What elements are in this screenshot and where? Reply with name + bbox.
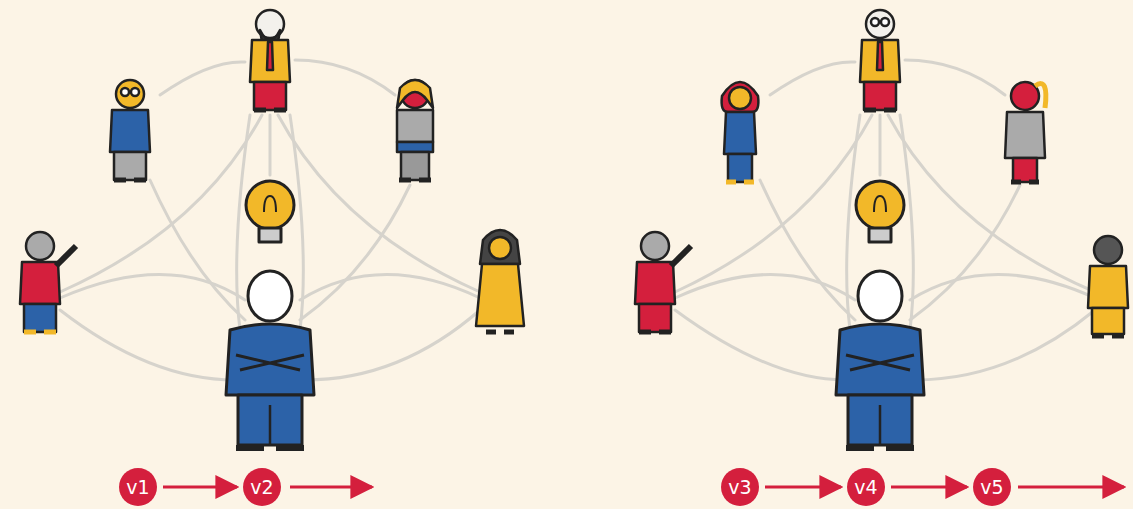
version-arrow bbox=[765, 486, 841, 489]
person-figure bbox=[20, 10, 1128, 336]
version-label: v3 bbox=[728, 478, 751, 497]
version-circle: v3 bbox=[721, 468, 759, 506]
version-label: v5 bbox=[980, 478, 1003, 497]
version-circle: v5 bbox=[973, 468, 1011, 506]
version-arrow bbox=[891, 486, 967, 489]
version-circle: v4 bbox=[847, 468, 885, 506]
version-circle: v2 bbox=[243, 468, 281, 506]
thinker-figure bbox=[226, 181, 924, 448]
version-label: v4 bbox=[854, 478, 877, 497]
version-circle: v1 bbox=[119, 468, 157, 506]
version-arrow bbox=[163, 486, 237, 489]
version-label: v2 bbox=[250, 478, 273, 497]
version-label: v1 bbox=[126, 478, 149, 497]
